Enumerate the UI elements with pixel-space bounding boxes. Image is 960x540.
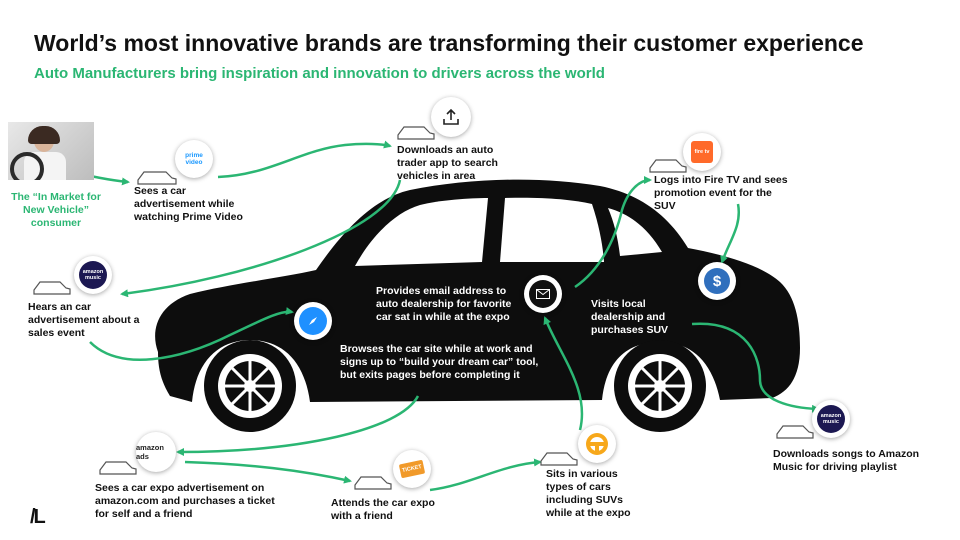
step-car-site: Browses the car site while at work and s… — [340, 343, 550, 382]
step-amazon-ads: Sees a car expo advertisement on amazon.… — [95, 482, 275, 521]
upload-icon — [431, 97, 471, 137]
safari-compass-icon — [294, 302, 332, 340]
prime-video-icon: prime video — [175, 140, 213, 178]
fire-tv-icon-text: fire tv — [691, 141, 713, 163]
consumer-label: The “In Market for New Vehicle” consumer — [6, 191, 106, 230]
step-test-sit: Sits in various types of cars including … — [546, 468, 646, 520]
amazon-music-icon: amazon music — [812, 400, 850, 438]
fire-tv-icon: fire tv — [683, 133, 721, 171]
step-expo: Attends the car expo with a friend — [331, 497, 451, 523]
consumer-photo — [8, 122, 94, 180]
step-email: Provides email address to auto dealershi… — [376, 285, 526, 324]
step-amazon-music-songs: Downloads songs to Amazon Music for driv… — [773, 448, 933, 474]
dollar-icon: $ — [698, 262, 736, 300]
amazon-music-icon-text: amazon music — [79, 261, 107, 289]
email-icon — [524, 275, 562, 313]
step-auto-trader: Downloads an auto trader app to search v… — [397, 144, 507, 183]
step-fire-tv: Logs into Fire TV and sees promotion eve… — [654, 174, 794, 213]
company-logo: /L — [30, 506, 44, 529]
ticket-icon-text: TICKET — [399, 460, 425, 479]
amazon-ads-icon-text: amazon ads — [136, 443, 176, 461]
amazon-ads-icon: amazon ads — [136, 432, 176, 472]
ticket-icon: TICKET — [393, 450, 431, 488]
amazon-music-icon: amazon music — [74, 256, 112, 294]
steering-wheel-icon — [578, 425, 616, 463]
step-dealership: Visits local dealership and purchases SU… — [591, 298, 701, 337]
amazon-music-icon-text: amazon music — [817, 405, 845, 433]
prime-video-icon-text: prime video — [182, 152, 206, 166]
step-amazon-music-ad: Hears an car advertisement about a sales… — [28, 301, 153, 340]
step-prime-video: Sees a car advertisement while watching … — [134, 185, 254, 224]
